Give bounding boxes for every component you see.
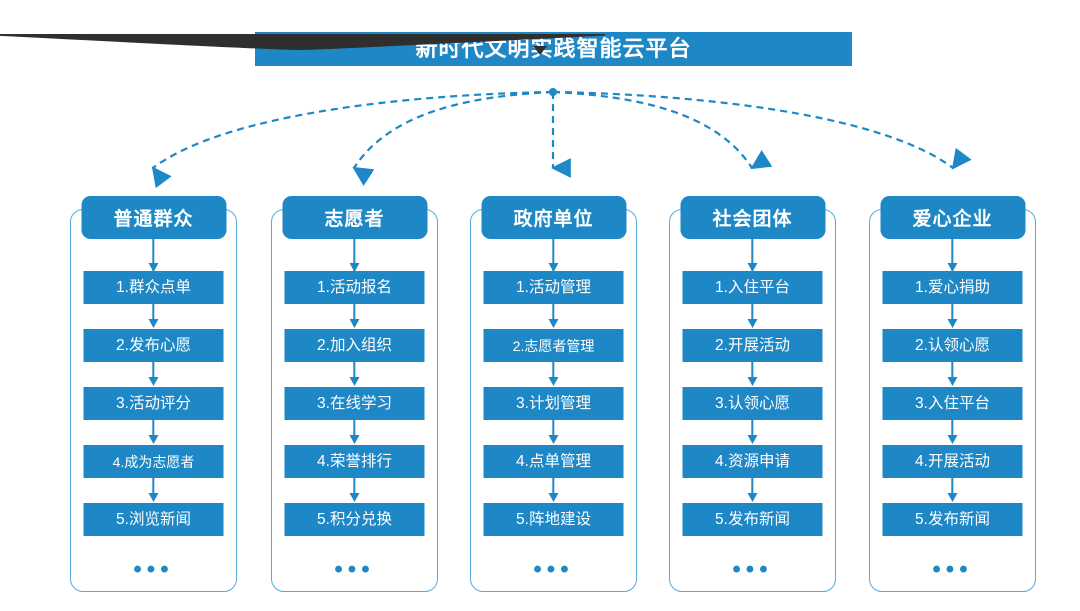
down-arrow-icon [147,304,161,329]
list-item[interactable]: 5.浏览新闻 [83,503,224,536]
column-body-4: 1.爱心捐助 2.认领心愿 3.入住平台 4.开展活动 5.发布新闻 ••• [880,239,1025,582]
down-arrow-icon [547,362,561,387]
ellipsis-more-icon: ••• [533,556,574,583]
role-column-4[interactable]: 爱心企业 1.爱心捐助 2.认领心愿 3.入住平台 4.开展活动 5.发布新闻 … [869,196,1036,592]
column-header-0[interactable]: 普通群众 [81,196,226,239]
header-connector-arrow-icon [747,239,758,272]
down-arrow-icon [147,362,161,387]
down-arrow-icon [946,304,960,329]
down-arrow-icon [946,420,960,445]
list-item[interactable]: 1.活动报名 [284,271,425,304]
list-item[interactable]: 1.群众点单 [83,271,224,304]
list-item[interactable]: 5.阵地建设 [483,503,624,536]
down-arrow-icon [746,304,760,329]
down-arrow-icon [348,478,362,503]
column-body-1: 1.活动报名 2.加入组织 3.在线学习 4.荣誉排行 5.积分兑换 ••• [282,239,427,582]
list-item[interactable]: 3.活动评分 [83,387,224,420]
down-arrow-icon [746,420,760,445]
list-item[interactable]: 2.志愿者管理 [483,329,624,362]
connector-to-col-5 [552,90,972,170]
role-columns: 普通群众 1.群众点单 2.发布心愿 3.活动评分 4.成为志愿者 5.浏览新闻… [0,196,1080,596]
list-item[interactable]: 5.发布新闻 [682,503,823,536]
down-arrow-icon [348,304,362,329]
role-column-1[interactable]: 志愿者 1.活动报名 2.加入组织 3.在线学习 4.荣誉排行 5.积分兑换 •… [271,196,438,592]
list-item[interactable]: 3.认领心愿 [682,387,823,420]
connector-to-col-2 [352,90,554,186]
list-item[interactable]: 4.荣誉排行 [284,445,425,478]
down-arrow-icon [348,420,362,445]
down-arrow-icon [746,362,760,387]
list-item[interactable]: 1.活动管理 [483,271,624,304]
list-item[interactable]: 5.积分兑换 [284,503,425,536]
list-item[interactable]: 2.开展活动 [682,329,823,362]
ellipsis-more-icon: ••• [334,556,375,583]
column-header-3[interactable]: 社会团体 [680,196,825,239]
list-item[interactable]: 1.爱心捐助 [882,271,1023,304]
ellipsis-more-icon: ••• [932,556,973,583]
list-item[interactable]: 3.入住平台 [882,387,1023,420]
column-header-2[interactable]: 政府单位 [481,196,626,239]
role-column-3[interactable]: 社会团体 1.入住平台 2.开展活动 3.认领心愿 4.资源申请 5.发布新闻 … [669,196,836,592]
role-column-2[interactable]: 政府单位 1.活动管理 2.志愿者管理 3.计划管理 4.点单管理 5.阵地建设… [470,196,637,592]
header-connector-arrow-icon [947,239,958,272]
page-title: 新时代文明实践智能云平台 [415,36,692,61]
list-item[interactable]: 3.在线学习 [284,387,425,420]
list-item[interactable]: 5.发布新闻 [882,503,1023,536]
list-item[interactable]: 1.入住平台 [682,271,823,304]
header-connector-arrow-icon [548,239,559,272]
down-arrow-icon [547,478,561,503]
role-column-0[interactable]: 普通群众 1.群众点单 2.发布心愿 3.活动评分 4.成为志愿者 5.浏览新闻… [70,196,237,592]
connector-to-col-4 [552,90,773,170]
list-item[interactable]: 4.开展活动 [882,445,1023,478]
ellipsis-more-icon: ••• [133,556,174,583]
column-body-2: 1.活动管理 2.志愿者管理 3.计划管理 4.点单管理 5.阵地建设 ••• [481,239,626,582]
ribbon-shape-icon [0,34,605,50]
column-header-1[interactable]: 志愿者 [282,196,427,239]
connector-hub-icon [549,88,557,96]
header-connector-arrow-icon [148,239,159,272]
list-item[interactable]: 2.认领心愿 [882,329,1023,362]
ellipsis-more-icon: ••• [732,556,773,583]
column-header-4[interactable]: 爱心企业 [880,196,1025,239]
down-arrow-icon [147,420,161,445]
down-arrow-icon [348,362,362,387]
down-arrow-icon [547,304,561,329]
banner-ribbon-shadow [0,34,605,50]
list-item[interactable]: 4.资源申请 [682,445,823,478]
list-item[interactable]: 2.发布心愿 [83,329,224,362]
header-connector-arrow-icon [349,239,360,272]
ribbon-notch-icon [533,46,547,55]
down-arrow-icon [946,362,960,387]
list-item[interactable]: 4.成为志愿者 [83,445,224,478]
connector-to-col-1 [151,90,554,189]
down-arrow-icon [746,478,760,503]
column-body-3: 1.入住平台 2.开展活动 3.认领心愿 4.资源申请 5.发布新闻 ••• [680,239,825,582]
list-item[interactable]: 3.计划管理 [483,387,624,420]
down-arrow-icon [946,478,960,503]
column-body-0: 1.群众点单 2.发布心愿 3.活动评分 4.成为志愿者 5.浏览新闻 ••• [81,239,226,582]
down-arrow-icon [547,420,561,445]
list-item[interactable]: 2.加入组织 [284,329,425,362]
list-item[interactable]: 4.点单管理 [483,445,624,478]
down-arrow-icon [147,478,161,503]
